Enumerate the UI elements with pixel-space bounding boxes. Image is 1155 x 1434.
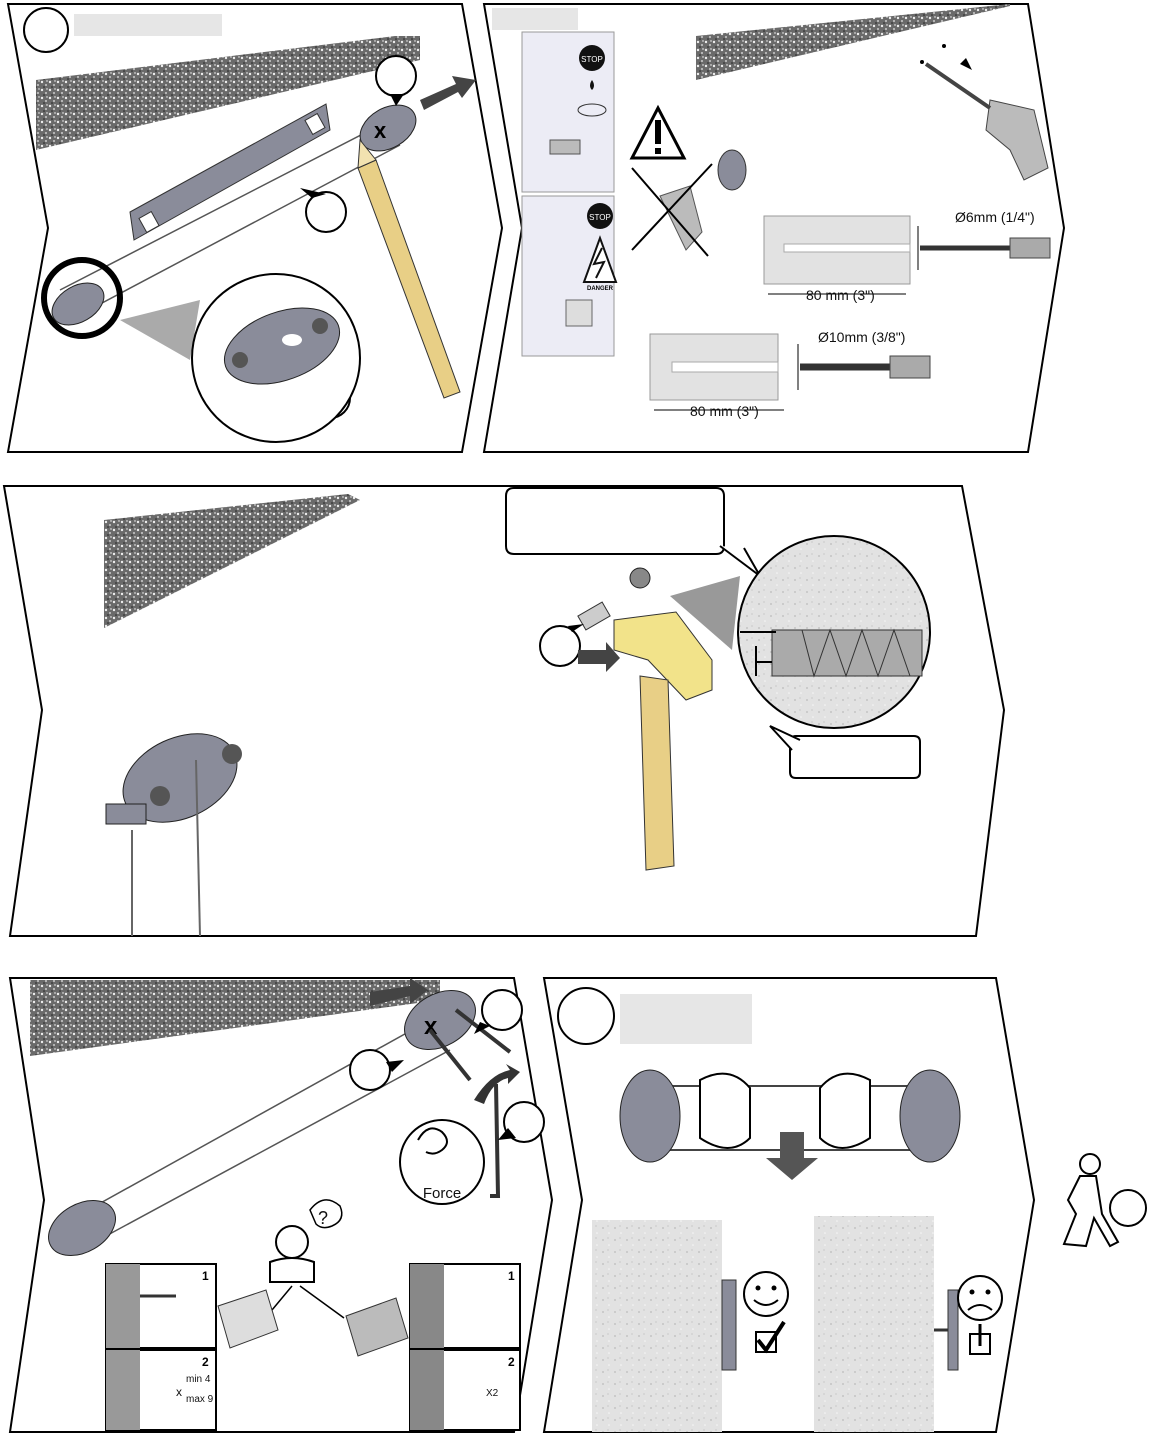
step-2-label: 2 bbox=[202, 1355, 209, 1369]
hand-icon bbox=[699, 1072, 751, 1149]
arrow-direction-icon bbox=[370, 978, 428, 1006]
dimension-diameter-10mm: Ø10mm (3/8") bbox=[818, 329, 905, 345]
drill-crossed-icon bbox=[659, 185, 703, 251]
faucet-icon bbox=[549, 139, 581, 155]
dimension-diameter-6mm: Ø6mm (1/4") bbox=[955, 209, 1035, 225]
dimension-depth-top: 80 mm (3") bbox=[806, 287, 875, 303]
mark-x-icon: x bbox=[374, 118, 387, 143]
stop-sign-icon bbox=[587, 203, 613, 229]
wall-texture bbox=[104, 494, 360, 628]
danger-label: DANGER bbox=[587, 286, 614, 292]
screw bbox=[428, 1028, 472, 1082]
question-mark: ? bbox=[318, 1208, 328, 1228]
panel-check-fixing bbox=[542, 977, 1036, 1433]
force-label: Force bbox=[423, 1185, 461, 1202]
pulley-bracket bbox=[48, 1200, 116, 1256]
pulley-bracket bbox=[404, 990, 476, 1050]
panel-drill-holes: STOP STOP DANGER Ø6mm (1/4") bbox=[482, 3, 1066, 453]
stop-sign-text: STOP bbox=[589, 213, 611, 222]
quantity-max: max 9 bbox=[186, 1394, 214, 1405]
power-drill-icon bbox=[985, 99, 1049, 181]
stop-sign-text: STOP bbox=[581, 55, 603, 64]
step-1-label: 1 bbox=[508, 1269, 515, 1283]
callout-box bbox=[505, 487, 725, 555]
pulley-bracket bbox=[717, 149, 747, 191]
thinking-person-icon bbox=[275, 1225, 309, 1259]
panel-tighten-screws: x Force ? 1 2 bbox=[8, 977, 554, 1433]
anchor-cross-section bbox=[771, 629, 923, 677]
dimension-depth-bottom: 80 mm (3") bbox=[690, 403, 759, 419]
step-2-label: 2 bbox=[508, 1355, 515, 1369]
callout-box bbox=[789, 735, 921, 779]
step-number-circle bbox=[557, 987, 615, 1045]
panel-mark-positions: x bbox=[6, 3, 504, 453]
hammer-icon bbox=[613, 611, 713, 701]
power-socket-icon bbox=[565, 299, 593, 327]
wall-section-correct bbox=[592, 1220, 722, 1432]
wall-texture bbox=[696, 4, 1010, 80]
quantity-x2: X2 bbox=[486, 1388, 499, 1399]
rotate-arrow-icon bbox=[474, 1064, 520, 1104]
screw bbox=[454, 1008, 512, 1054]
pulley-bracket bbox=[619, 1069, 681, 1163]
anchor-hole bbox=[629, 567, 651, 589]
title-placeholder bbox=[74, 14, 222, 36]
hollow-brick-icon bbox=[217, 1289, 279, 1349]
solid-brick-icon bbox=[345, 1297, 409, 1357]
highlight-circle bbox=[41, 257, 123, 339]
quantity-x: x bbox=[176, 1385, 182, 1399]
sad-face-icon bbox=[957, 1275, 1003, 1321]
wall-texture bbox=[36, 36, 420, 150]
step-number-circle bbox=[23, 7, 69, 53]
pulley-bracket bbox=[899, 1069, 961, 1163]
wall-section-incorrect bbox=[814, 1216, 934, 1432]
arrow-direction-icon bbox=[420, 76, 476, 110]
title-placeholder bbox=[492, 8, 578, 30]
step-1-label: 1 bbox=[202, 1269, 209, 1283]
step-number-circle bbox=[1109, 1189, 1147, 1227]
hand-icon bbox=[819, 1072, 871, 1149]
force-icon bbox=[399, 1119, 485, 1205]
water-drop-icon bbox=[590, 80, 594, 90]
allen-key-icon bbox=[490, 1083, 501, 1198]
arrow-down-icon bbox=[766, 1132, 818, 1180]
arrow-direction-icon bbox=[578, 642, 620, 672]
panel-insert-anchors bbox=[2, 485, 1006, 937]
title-placeholder bbox=[620, 994, 752, 1044]
quantity-min: min 4 bbox=[186, 1374, 211, 1385]
stop-sign-icon bbox=[579, 45, 605, 71]
spirit-level bbox=[129, 103, 331, 241]
wall-texture bbox=[30, 980, 440, 1056]
wall-anchor bbox=[577, 601, 611, 631]
walking-person-icon bbox=[1062, 1153, 1147, 1248]
happy-face-icon bbox=[743, 1271, 789, 1317]
high-voltage-icon bbox=[582, 235, 618, 283]
